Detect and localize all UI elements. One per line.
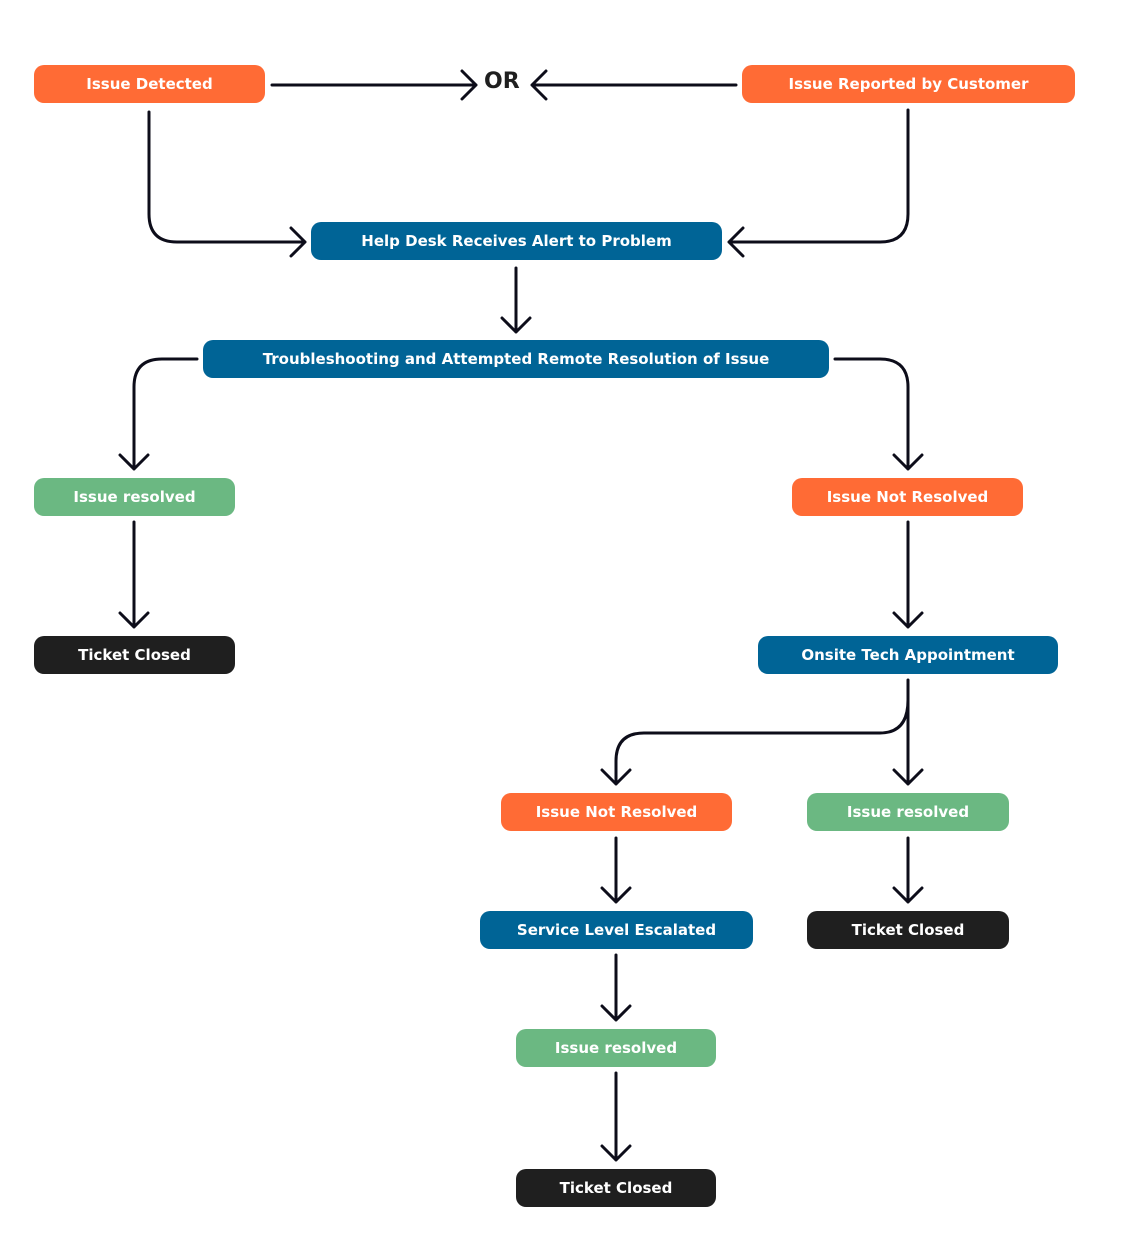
troubleshooting-node: Troubleshooting and Attempted Remote Res… — [203, 340, 829, 378]
arrow-onsite-to-not-resolved — [600, 698, 910, 786]
arrow-resolved-to-closed-right — [892, 836, 924, 904]
node-label: Ticket Closed — [851, 921, 965, 939]
node-label: Issue resolved — [846, 803, 970, 821]
arrow-troubleshooting-to-resolved — [118, 357, 199, 471]
arrow-helpdesk-to-troubleshooting — [500, 266, 532, 334]
arrow-resolved-to-closed-left — [118, 520, 150, 629]
issue-resolved-node-left: Issue resolved — [34, 478, 235, 516]
node-label: Onsite Tech Appointment — [801, 646, 1015, 664]
node-label: Issue Detected — [86, 75, 213, 93]
node-label: Issue Not Resolved — [826, 488, 989, 506]
issue-detected-node: Issue Detected — [34, 65, 265, 103]
node-label: Help Desk Receives Alert to Problem — [361, 232, 672, 250]
issue-resolved-node-bottom: Issue resolved — [516, 1029, 716, 1067]
arrow-escalated-to-resolved — [600, 953, 632, 1022]
issue-reported-node: Issue Reported by Customer — [742, 65, 1075, 103]
ticket-closed-node-left: Ticket Closed — [34, 636, 235, 674]
arrow-not-resolved-to-escalated — [600, 836, 632, 904]
issue-not-resolved-node-right: Issue Not Resolved — [792, 478, 1023, 516]
arrow-not-resolved-to-onsite — [892, 520, 924, 629]
arrow-resolved-to-closed-bottom — [600, 1071, 632, 1162]
or-label: OR — [484, 69, 520, 94]
node-label: Issue resolved — [73, 488, 196, 506]
issue-resolved-node-right: Issue resolved — [807, 793, 1009, 831]
issue-not-resolved-node-middle: Issue Not Resolved — [501, 793, 732, 831]
node-label: Issue Reported by Customer — [788, 75, 1029, 93]
arrow-onsite-to-resolved — [892, 678, 924, 786]
node-label: Troubleshooting and Attempted Remote Res… — [262, 350, 770, 368]
node-label: Ticket Closed — [559, 1179, 673, 1197]
arrow-detected-to-or — [270, 69, 478, 101]
help-desk-node: Help Desk Receives Alert to Problem — [311, 222, 722, 260]
node-label: Issue Not Resolved — [535, 803, 698, 821]
arrow-reported-to-or — [530, 69, 738, 101]
ticket-closed-node-right: Ticket Closed — [807, 911, 1009, 949]
node-label: Issue resolved — [554, 1039, 678, 1057]
node-label: Ticket Closed — [78, 646, 191, 664]
onsite-tech-node: Onsite Tech Appointment — [758, 636, 1058, 674]
arrow-troubleshooting-to-not-resolved — [833, 357, 924, 471]
arrow-reported-to-helpdesk — [727, 108, 910, 258]
service-escalated-node: Service Level Escalated — [480, 911, 753, 949]
node-label: Service Level Escalated — [516, 921, 717, 939]
arrow-detected-to-helpdesk — [147, 110, 307, 258]
ticket-closed-node-bottom: Ticket Closed — [516, 1169, 716, 1207]
